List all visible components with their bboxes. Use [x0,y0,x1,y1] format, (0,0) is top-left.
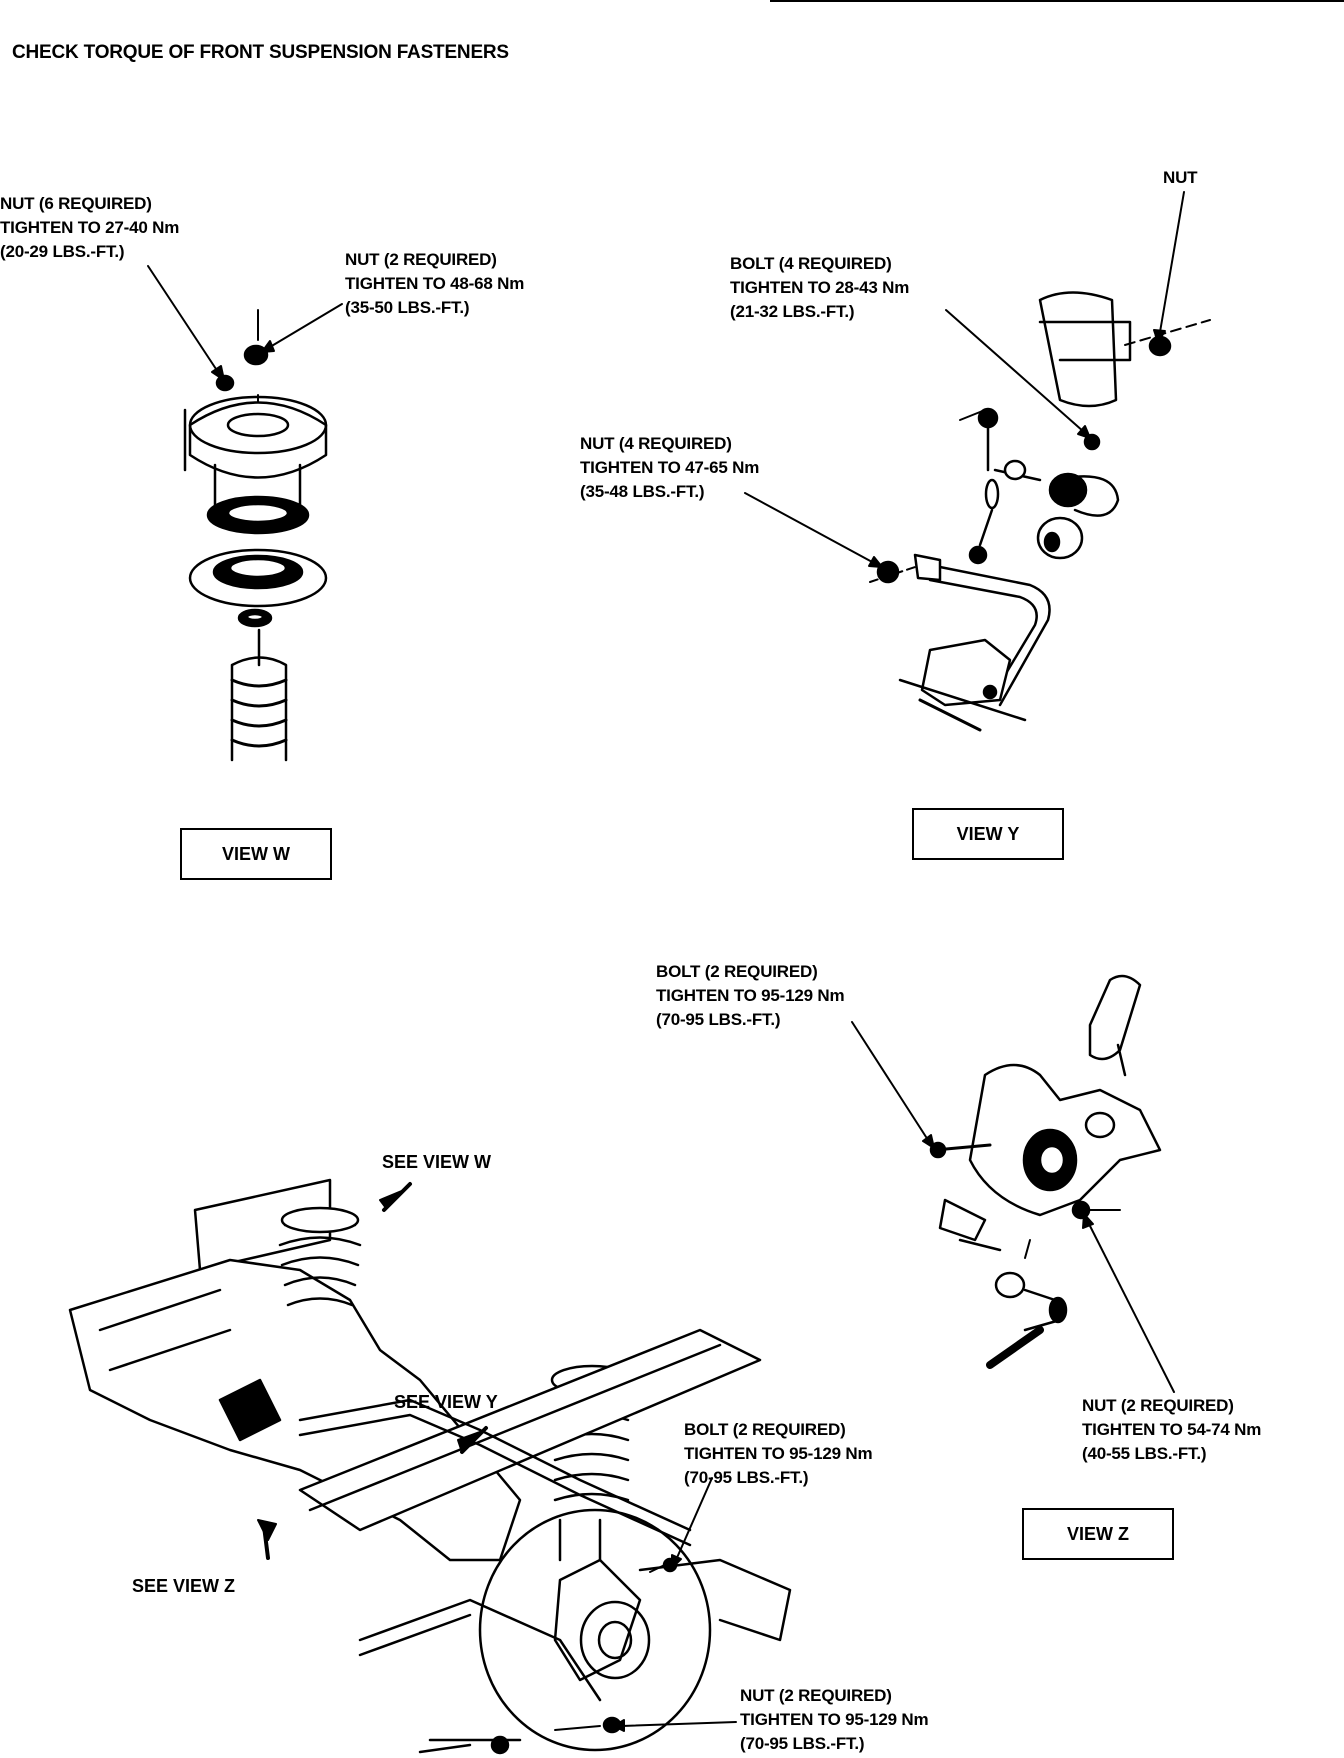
view-y-label: VIEW Y [912,808,1064,860]
callout-line: NUT (6 REQUIRED) [0,194,152,213]
callout-line: NUT (4 REQUIRED) [580,434,732,453]
view-z-nut2-callout: NUT (2 REQUIRED) TIGHTEN TO 54-74 Nm (40… [1082,1394,1261,1466]
callout-line: NUT [1163,168,1198,187]
assembly-nut2-callout: NUT (2 REQUIRED) TIGHTEN TO 95-129 Nm (7… [740,1684,929,1756]
callout-line: TIGHTEN TO 54-74 Nm [1082,1420,1262,1439]
assembly-drawing [68,1178,792,1755]
callout-line: NUT (2 REQUIRED) [740,1686,892,1705]
callout-line: BOLT (4 REQUIRED) [730,254,892,273]
view-z-label: VIEW Z [1022,1508,1174,1560]
see-view-w-label: SEE VIEW W [382,1152,492,1172]
callout-line: TIGHTEN TO 95-129 Nm [740,1710,929,1729]
callout-line: BOLT (2 REQUIRED) [684,1420,846,1439]
assembly-bolt2-callout: BOLT (2 REQUIRED) TIGHTEN TO 95-129 Nm (… [684,1418,873,1490]
callout-line: BOLT (2 REQUIRED) [656,962,818,981]
top-rule [770,0,1344,2]
leader-lines [147,191,1185,1732]
callout-line: NUT (2 REQUIRED) [1082,1396,1234,1415]
callout-line: NUT (2 REQUIRED) [345,250,497,269]
view-y-nut4-callout: NUT (4 REQUIRED) TIGHTEN TO 47-65 Nm (35… [580,432,759,504]
callout-line: (70-95 LBS.-FT.) [684,1468,809,1487]
callout-line: TIGHTEN TO 27-40 Nm [0,218,180,237]
view-y-drawing [869,291,1211,732]
callout-line: (70-95 LBS.-FT.) [740,1734,865,1753]
callout-line: TIGHTEN TO 48-68 Nm [345,274,525,293]
callout-line: TIGHTEN TO 47-65 Nm [580,458,760,477]
view-w-drawing [183,309,328,762]
callout-line: TIGHTEN TO 28-43 Nm [730,278,910,297]
view-w-label: VIEW W [180,828,332,880]
callout-line: TIGHTEN TO 95-129 Nm [656,986,845,1005]
view-y-bolt4-callout: BOLT (4 REQUIRED) TIGHTEN TO 28-43 Nm (2… [730,252,909,324]
callout-line: (70-95 LBS.-FT.) [656,1010,781,1029]
see-view-z-label: SEE VIEW Z [132,1576,236,1596]
view-w-nut6-callout: NUT (6 REQUIRED) TIGHTEN TO 27-40 Nm (20… [0,192,179,264]
view-z-drawing [929,974,1162,1369]
page-title: CHECK TORQUE OF FRONT SUSPENSION FASTENE… [12,42,509,63]
callout-line: (35-48 LBS.-FT.) [580,482,705,501]
callout-line: (21-32 LBS.-FT.) [730,302,855,321]
callout-line: (20-29 LBS.-FT.) [0,242,125,261]
view-y-nut-callout: NUT [1163,166,1198,190]
callout-line: (35-50 LBS.-FT.) [345,298,470,317]
callout-line: (40-55 LBS.-FT.) [1082,1444,1207,1463]
callout-line: TIGHTEN TO 95-129 Nm [684,1444,873,1463]
see-view-y-label: SEE VIEW Y [394,1392,498,1412]
view-w-nut2-callout: NUT (2 REQUIRED) TIGHTEN TO 48-68 Nm (35… [345,248,524,320]
view-z-bolt2-callout: BOLT (2 REQUIRED) TIGHTEN TO 95-129 Nm (… [656,960,845,1032]
